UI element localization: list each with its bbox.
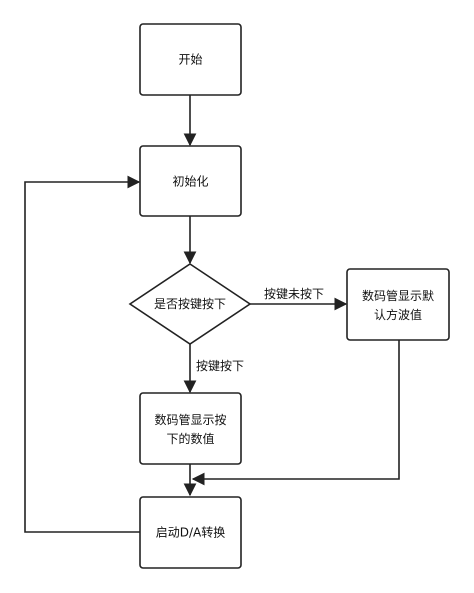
node-key-display-label-line2: 下的数值	[166, 431, 214, 446]
edge-label-not-pressed: 按键未按下	[264, 287, 324, 301]
node-key-display-label-line1: 数码管显示按	[154, 412, 226, 427]
node-start-label: 开始	[178, 53, 202, 67]
node-da-convert: 启动D/A转换	[139, 496, 242, 569]
node-init-box	[139, 145, 242, 217]
node-default-display: 数码管显示默 认方波值	[346, 268, 450, 341]
node-decision: 是否按键按下	[128, 263, 252, 345]
node-da-convert-box	[139, 496, 242, 569]
edge-label-pressed: 按键按下	[196, 359, 244, 373]
node-decision-label: 是否按键按下	[154, 297, 226, 311]
node-default-display-box	[346, 268, 450, 341]
edge-loop-back-to-init	[24, 175, 141, 533]
node-start-box	[139, 23, 242, 96]
node-default-display-label-line1: 数码管显示默	[362, 288, 434, 303]
node-key-display: 数码管显示按 下的数值	[139, 392, 242, 465]
edge-default-display-to-merge	[191, 340, 400, 486]
node-da-convert-label: 启动D/A转换	[156, 525, 226, 540]
node-decision-diamond	[128, 263, 252, 345]
node-key-display-box	[139, 392, 242, 465]
node-start: 开始	[139, 23, 242, 96]
node-default-display-label-line2: 认方波值	[374, 307, 422, 322]
node-init: 初始化	[139, 145, 242, 217]
node-init-label: 初始化	[172, 175, 208, 189]
